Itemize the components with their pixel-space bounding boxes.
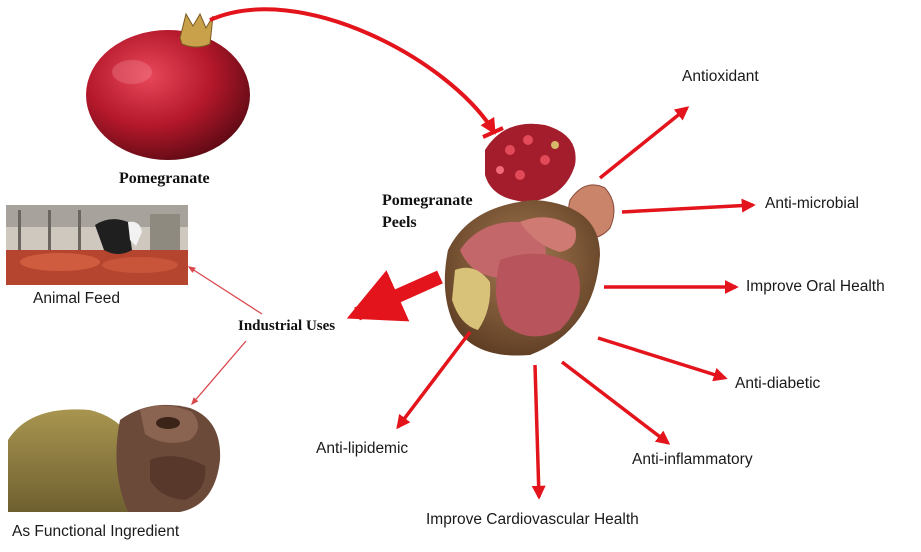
benefit-cardiovascular: Improve Cardiovascular Health bbox=[426, 511, 639, 528]
arrow-antioxidant bbox=[598, 106, 690, 180]
pomegranate-peels-icon bbox=[444, 123, 615, 356]
arrow-anti-microbial bbox=[621, 198, 756, 214]
arrow-anti-lipidemic bbox=[396, 330, 472, 430]
industrial-uses-label: Industrial Uses bbox=[238, 318, 336, 334]
industrial-to-ingredient-arrow bbox=[190, 340, 247, 406]
fruit-to-peels-arrow bbox=[209, 7, 496, 135]
benefit-arrows bbox=[396, 106, 756, 500]
functional-ingredient-photo-icon bbox=[8, 404, 221, 512]
animal-feed-photo-icon bbox=[6, 205, 188, 285]
benefit-oral-health: Improve Oral Health bbox=[746, 278, 885, 295]
arrow-anti-diabetic bbox=[597, 336, 728, 382]
industrial-to-feed-arrow bbox=[187, 266, 263, 315]
arrow-cap bbox=[482, 126, 504, 139]
benefit-antioxidant: Antioxidant bbox=[682, 68, 759, 85]
peels-label-line1: Pomegranate bbox=[382, 192, 473, 209]
pomegranate-fruit-icon bbox=[86, 12, 250, 160]
arrow-anti-inflammatory bbox=[560, 360, 671, 445]
peels-label-line2: Peels bbox=[382, 214, 417, 231]
benefit-anti-diabetic: Anti-diabetic bbox=[735, 375, 821, 392]
animal-feed-label: Animal Feed bbox=[33, 290, 121, 307]
pomegranate-label: Pomegranate bbox=[119, 170, 210, 187]
arrow-cardiovascular bbox=[531, 364, 546, 500]
peels-to-industrial-arrow bbox=[346, 270, 443, 322]
benefit-anti-inflammatory: Anti-inflammatory bbox=[632, 451, 753, 468]
functional-ingredient-label: As Functional Ingredient bbox=[12, 523, 180, 540]
benefit-anti-lipidemic: Anti-lipidemic bbox=[316, 440, 409, 457]
benefit-anti-microbial: Anti-microbial bbox=[765, 195, 859, 212]
